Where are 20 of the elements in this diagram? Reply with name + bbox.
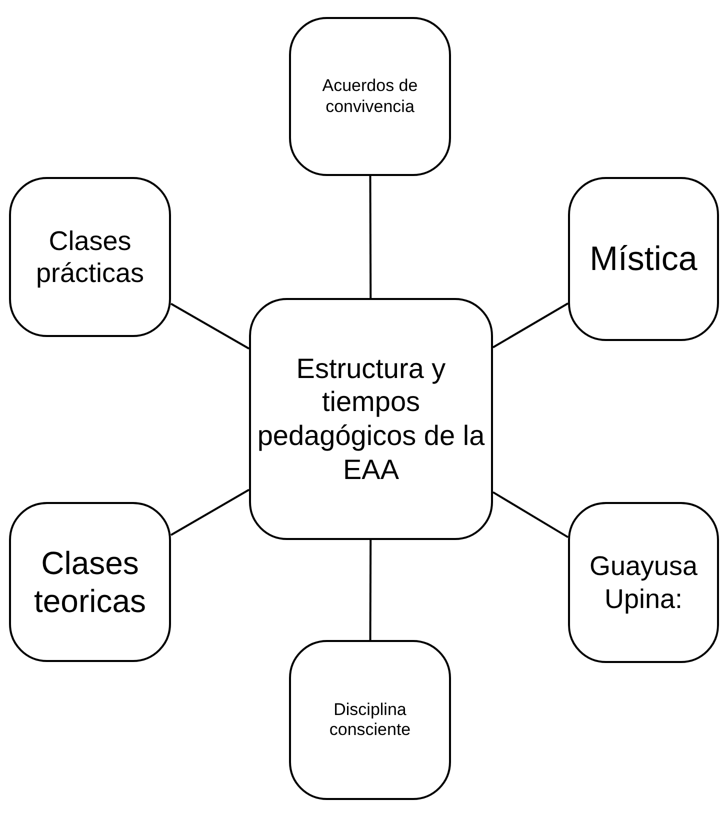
rounded-box [249,298,493,540]
rounded-box [289,17,451,176]
connector-line [492,302,568,348]
connector-line [170,302,250,350]
node-label: Guayusa Upina: [588,550,699,615]
rounded-box [568,502,719,663]
rounded-box [9,502,171,662]
rounded-box [289,640,451,800]
node-label: Disciplina consciente [328,700,412,740]
node-label: Clases teoricas [32,544,148,620]
connector-line [369,540,372,640]
rounded-box [568,177,719,341]
connector-line [369,176,372,298]
connector-line [170,488,250,536]
node-label: Estructura y tiempos pedagógicos de la EAA [256,352,486,486]
node-label: Acuerdos de convivencia [321,76,419,117]
connector-line [492,491,569,538]
rounded-box [9,177,171,337]
node-label: Mística [588,238,698,280]
node-label: Clases prácticas [34,224,146,290]
